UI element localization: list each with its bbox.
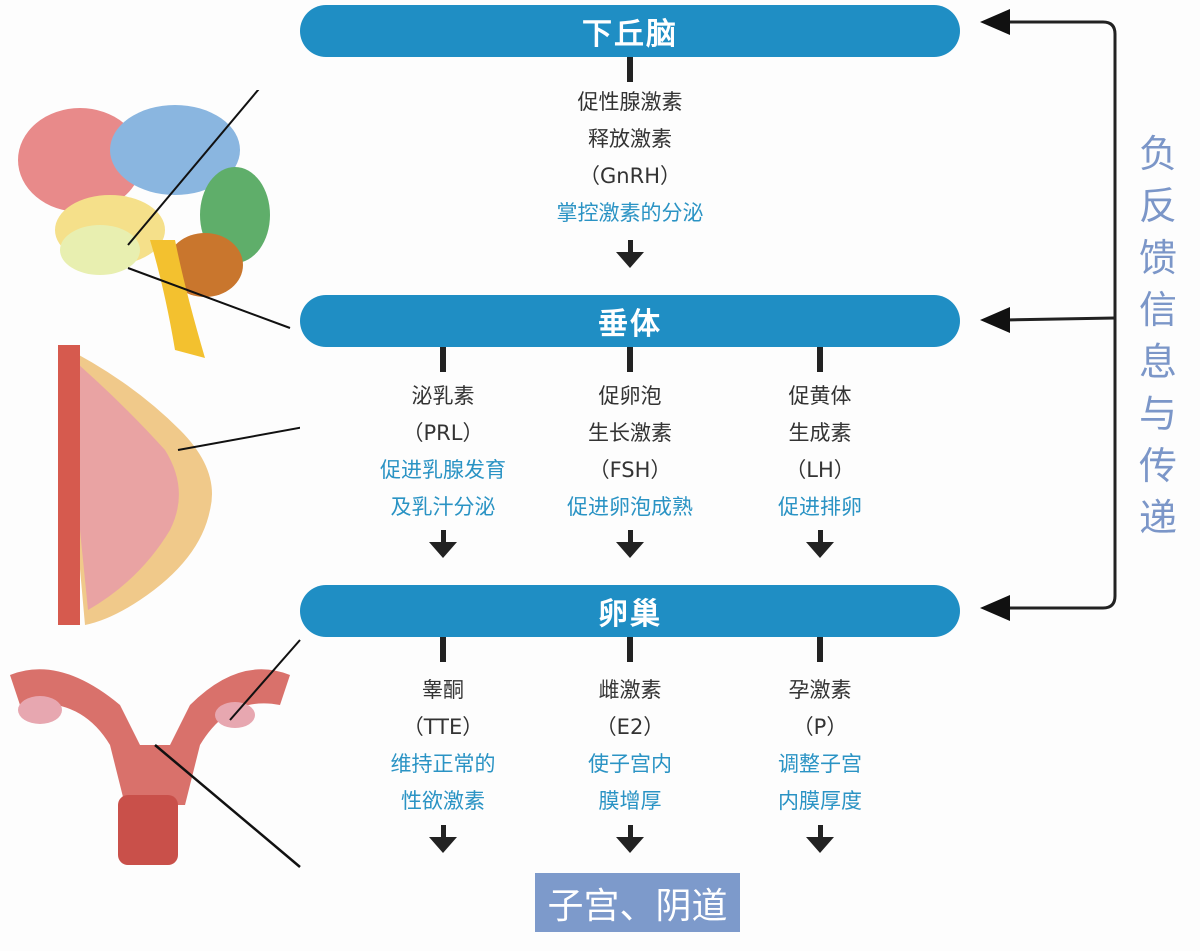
hormone-function: 促进卵泡成熟	[567, 495, 693, 519]
connector	[440, 637, 446, 662]
target-organs-label: 子宫、阴道	[547, 885, 728, 927]
arrow-shaft	[628, 530, 633, 544]
hormone-abbr: （GnRH）	[579, 164, 681, 188]
hormone-function: 促进乳腺发育	[380, 458, 506, 482]
arrow-down-icon	[806, 542, 834, 558]
uterus-illustration	[10, 639, 301, 868]
prl-hormone: 泌乳素 （PRL） 促进乳腺发育 及乳汁分泌	[343, 378, 543, 526]
arrow-shaft	[441, 825, 446, 839]
hormone-name: 雌激素	[598, 678, 662, 702]
arrow-down-icon	[616, 252, 644, 268]
hormone-name: 促黄体	[788, 384, 852, 408]
arrow-shaft	[628, 240, 633, 254]
feedback-label: 负反馈信息与传递	[1138, 132, 1177, 540]
p-hormone: 孕激素 （P） 调整子宫 内膜厚度	[720, 672, 920, 820]
arrow-left-icon	[980, 9, 1010, 35]
pituitary-bar: 垂体	[300, 295, 960, 347]
connector	[627, 347, 633, 372]
connector	[440, 347, 446, 372]
hormone-name: 促性腺激素	[577, 90, 683, 114]
ovary-bar: 卵巢	[300, 585, 960, 637]
hormone-function: 膜增厚	[598, 789, 662, 813]
hormone-function: 掌控激素的分泌	[556, 201, 704, 225]
fsh-hormone: 促卵泡 生长激素 （FSH） 促进卵泡成熟	[530, 378, 730, 526]
hormone-abbr: （PRL）	[402, 421, 484, 445]
hormone-name: 泌乳素	[411, 384, 475, 408]
hormone-function: 及乳汁分泌	[390, 495, 496, 519]
hormone-name: 生成素	[788, 421, 852, 445]
arrow-left-icon	[980, 307, 1010, 333]
hormone-function: 内膜厚度	[778, 789, 862, 813]
breast-illustration	[58, 345, 300, 625]
connector	[817, 347, 823, 372]
arrow-down-icon	[429, 542, 457, 558]
hormone-name: 释放激素	[588, 127, 672, 151]
arrow-shaft	[818, 825, 823, 839]
hormone-function: 性欲激素	[401, 789, 485, 813]
hormone-name: 睾酮	[422, 678, 464, 702]
gnrh-hormone: 促性腺激素 释放激素 （GnRH） 掌控激素的分泌	[530, 84, 730, 232]
arrow-down-icon	[429, 837, 457, 853]
hormone-function: 使子宫内	[588, 752, 672, 776]
e2-hormone: 雌激素 （E2） 使子宫内 膜增厚	[530, 672, 730, 820]
hormone-name: 孕激素	[788, 678, 852, 702]
arrow-shaft	[818, 530, 823, 544]
feedback-loop	[980, 9, 1117, 621]
hormone-function: 维持正常的	[390, 752, 496, 776]
pituitary-label: 垂体	[598, 307, 662, 342]
hormone-name: 生长激素	[588, 421, 672, 445]
brain-illustration	[18, 90, 291, 358]
lh-hormone: 促黄体 生成素 （LH） 促进排卵	[720, 378, 920, 526]
hormone-abbr: （TTE）	[402, 715, 484, 739]
hypothalamus-label: 下丘脑	[582, 17, 678, 52]
hormone-function: 调整子宫	[778, 752, 862, 776]
hormone-abbr: （LH）	[785, 458, 855, 482]
arrow-down-icon	[806, 837, 834, 853]
arrow-down-icon	[616, 837, 644, 853]
arrow-shaft	[628, 825, 633, 839]
hormone-abbr: （P）	[792, 715, 848, 739]
hormone-function: 促进排卵	[778, 495, 862, 519]
hormone-abbr: （E2）	[595, 715, 665, 739]
connector	[627, 637, 633, 662]
arrow-down-icon	[616, 542, 644, 558]
tte-hormone: 睾酮 （TTE） 维持正常的 性欲激素	[343, 672, 543, 820]
ovary-label: 卵巢	[598, 597, 662, 632]
connector	[817, 637, 823, 662]
hormone-name: 促卵泡	[598, 384, 662, 408]
hypothalamus-bar: 下丘脑	[300, 5, 960, 57]
connector	[627, 57, 633, 82]
arrow-left-icon	[980, 595, 1010, 621]
arrow-shaft	[441, 530, 446, 544]
target-organs-box: 子宫、阴道	[535, 873, 740, 932]
hormone-abbr: （FSH）	[588, 458, 672, 482]
